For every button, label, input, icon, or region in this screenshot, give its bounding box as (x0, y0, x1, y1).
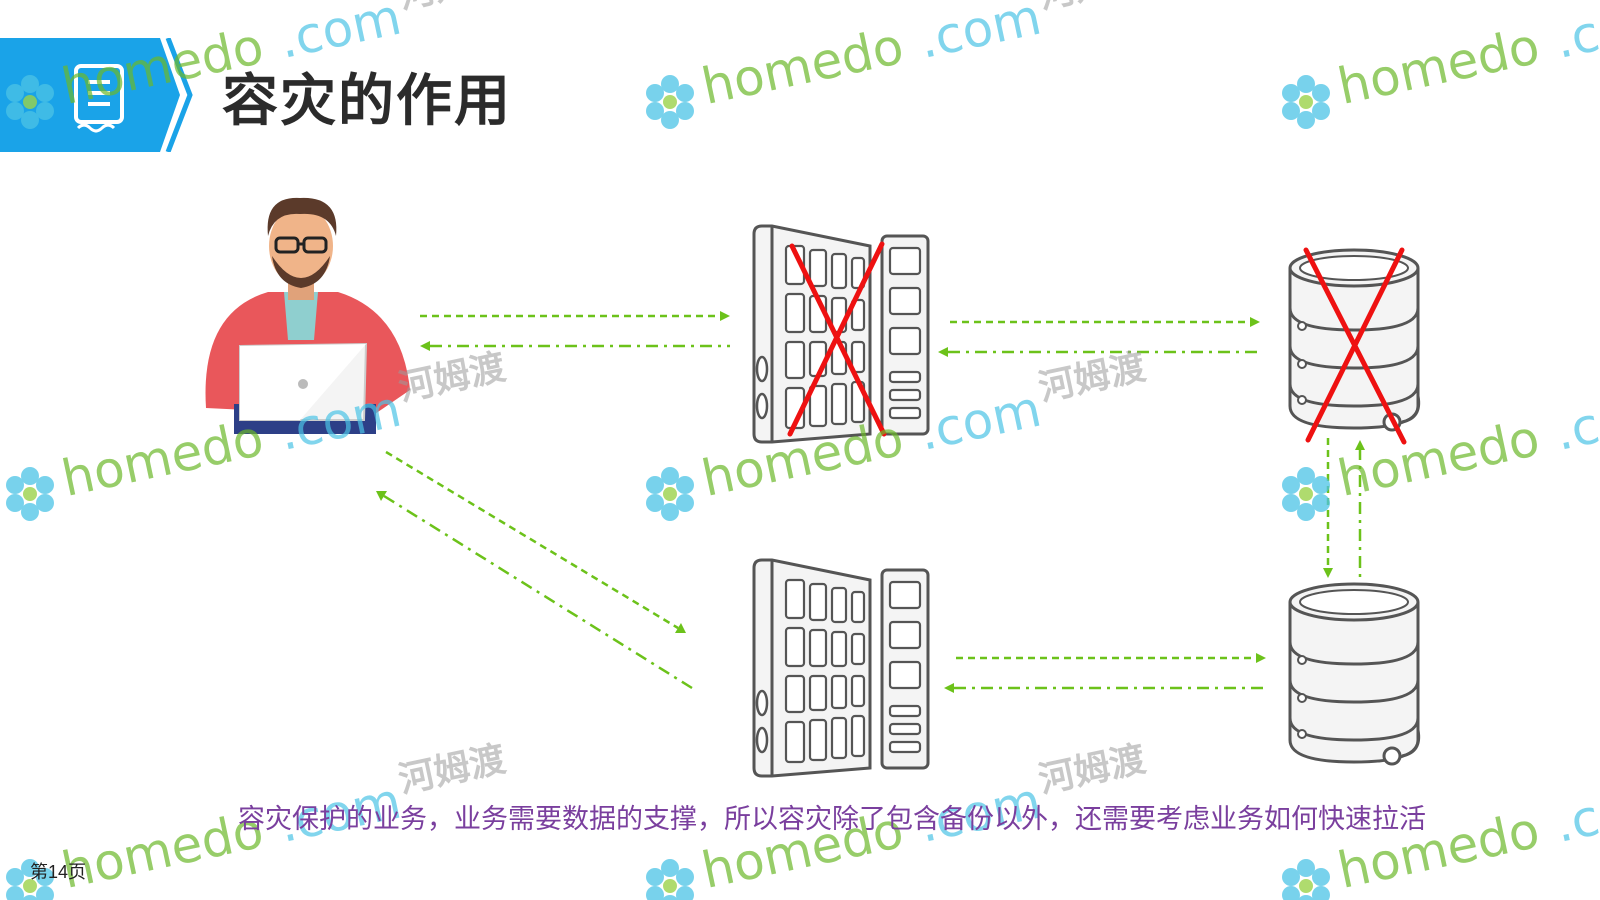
arrow-server-to-db (950, 317, 1260, 327)
arrow-user-to-backup-server (385, 450, 686, 633)
page-number: 第14页 (30, 862, 87, 882)
arrow-backup-server-to-backup-db (956, 653, 1266, 663)
arrow-db-to-server (938, 347, 1260, 357)
arrow-server-to-user (420, 341, 730, 351)
user-laptop-icon (205, 197, 410, 434)
server-rack-backup (752, 558, 930, 778)
server-rack-icon (752, 558, 930, 778)
slide-caption: 容灾保护的业务，业务需要数据的支撑，所以容灾除了包含备份以外，还需要考虑业务如何… (238, 804, 1426, 835)
arrow-backup-server-to-user (376, 491, 693, 690)
database-icon (1288, 582, 1421, 766)
arrow-user-to-server (420, 311, 730, 321)
database-backup (1288, 582, 1421, 766)
arrow-backup-db-to-backup-server (944, 683, 1266, 693)
arrow-backup-db-to-db (1355, 440, 1365, 578)
arrow-db-to-backup-db (1323, 438, 1333, 578)
